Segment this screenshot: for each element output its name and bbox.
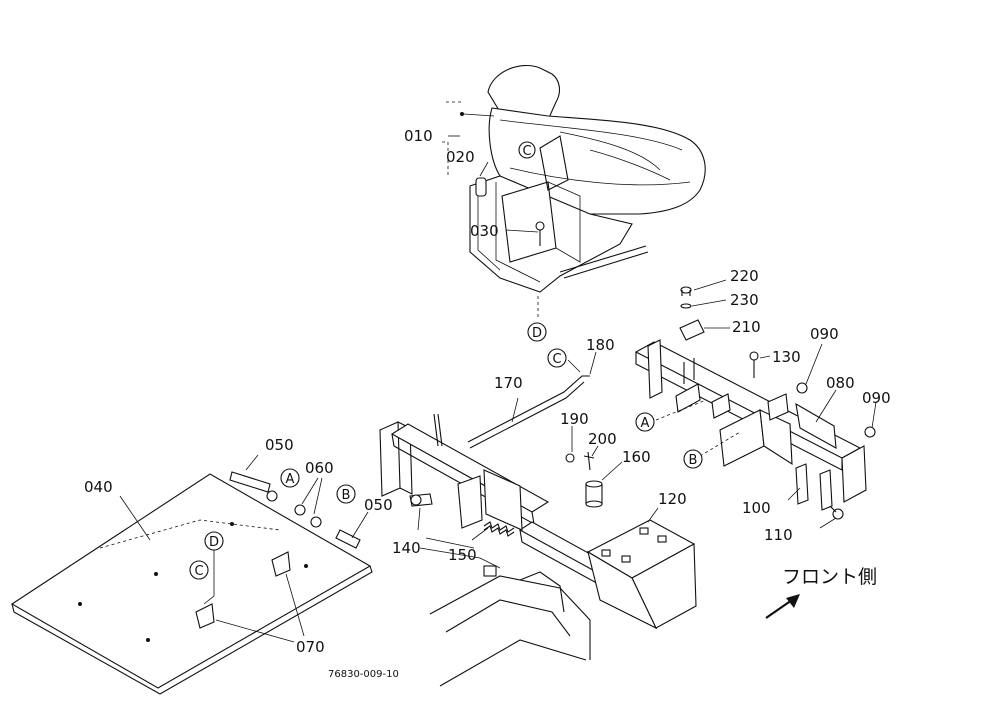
drawing-code: 76830-009-10 — [328, 669, 399, 680]
label-060: 060 — [305, 459, 334, 477]
label-050-right: 050 — [364, 496, 393, 514]
label-160: 160 — [622, 448, 651, 466]
label-140: 140 — [392, 539, 421, 557]
ref-A-plate: A — [286, 472, 295, 487]
label-100: 100 — [742, 499, 771, 517]
label-090-top: 090 — [810, 325, 839, 343]
bolts-050-060 — [229, 471, 361, 549]
label-220: 220 — [730, 267, 759, 285]
ref-B-frame: B — [689, 453, 698, 468]
label-180: 180 — [586, 336, 615, 354]
label-170: 170 — [494, 374, 523, 392]
label-030: 030 — [470, 222, 499, 240]
label-150: 150 — [448, 546, 477, 564]
ref-C-seat: C — [522, 144, 531, 159]
front-arrow-icon — [765, 594, 800, 619]
label-040: 040 — [84, 478, 113, 496]
label-020: 020 — [446, 148, 475, 166]
ref-C-frame: C — [552, 352, 561, 367]
label-070: 070 — [296, 638, 325, 656]
label-210: 210 — [732, 318, 761, 336]
ref-B-plate: B — [342, 488, 351, 503]
seat-assembly: C — [442, 64, 706, 293]
main-frame — [379, 375, 697, 687]
front-side-label: フロント側 — [782, 566, 877, 588]
label-120: 120 — [658, 490, 687, 508]
label-010: 010 — [404, 127, 433, 145]
label-200: 200 — [588, 430, 617, 448]
label-130: 130 — [772, 348, 801, 366]
ref-D-seat: D — [532, 326, 542, 341]
label-050-left: 050 — [265, 436, 294, 454]
floor-plate-040 — [10, 473, 373, 695]
ref-C-plate: C — [194, 564, 203, 579]
label-090-right: 090 — [862, 389, 891, 407]
ref-D-plate: D — [209, 535, 219, 550]
seat-support-frame — [634, 286, 876, 520]
label-230: 230 — [730, 291, 759, 309]
label-110: 110 — [764, 526, 793, 544]
label-080: 080 — [826, 374, 855, 392]
label-190: 190 — [560, 410, 589, 428]
ref-A-frame: A — [641, 416, 650, 431]
